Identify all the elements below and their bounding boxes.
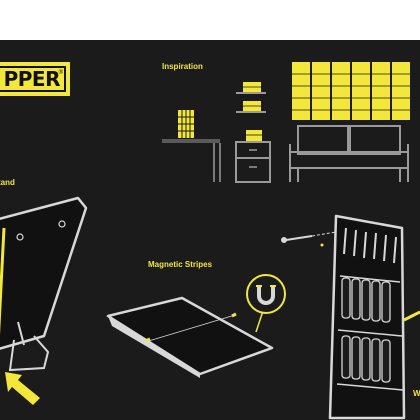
display-rack-icon (328, 214, 420, 420)
wall-label: W (413, 389, 420, 398)
brand-logo-text: PPER (3, 67, 61, 91)
illustration-canvas: PPER ® Inspiration tand Magnetic Stripes… (0, 40, 420, 420)
screw-icon (281, 231, 337, 247)
small-rack-on-desk (178, 110, 194, 138)
magnetic-stripes-label: Magnetic Stripes (148, 260, 213, 269)
brand-logo: PPER ® (0, 62, 70, 96)
scene-drawing (0, 62, 420, 420)
wall-racks-grid (292, 73, 412, 111)
inspiration-label: Inspiration (162, 62, 203, 71)
registered-mark: ® (58, 70, 63, 76)
magnetic-board (106, 296, 274, 378)
sofa-icon (289, 125, 409, 182)
wall-racks (292, 62, 410, 120)
stand-display (0, 196, 88, 372)
arrow-icon (5, 372, 40, 405)
magnet-icon (246, 274, 286, 333)
desk-icon (162, 139, 221, 182)
brand-logo-frame: PPER ® (0, 66, 66, 92)
stand-label: tand (0, 178, 15, 187)
shelf-icon (235, 92, 271, 183)
